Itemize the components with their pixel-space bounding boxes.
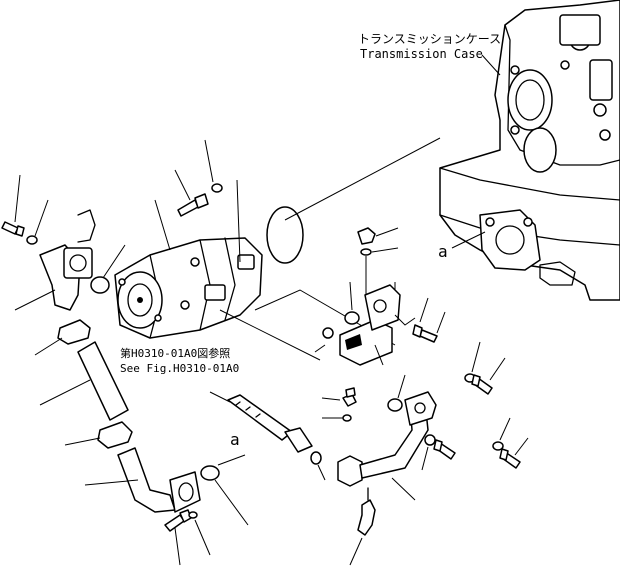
- pipe-o-ring-upper: [387, 398, 403, 412]
- valve-o-ring-upper-leader: [349, 281, 353, 311]
- valve-connector-line: [394, 314, 416, 326]
- transmission-case-label-jp: トランスミッションケース: [358, 32, 501, 46]
- tube-washer: [188, 511, 198, 519]
- suction-elbow: [39, 209, 96, 311]
- valve-o-ring-upper: [344, 311, 360, 325]
- plug: [342, 387, 357, 407]
- pump-mount-bolt: [174, 169, 209, 217]
- delivery-pipe-leader: [391, 477, 416, 501]
- suction-tube: [117, 447, 201, 513]
- ref-a-lower: a: [230, 430, 240, 449]
- pump-mount-washer: [211, 183, 223, 193]
- pipe-washer-leader: [499, 417, 511, 441]
- guide-line-pump-lower: [219, 309, 321, 361]
- transmission-case-leader: [481, 54, 501, 76]
- pipe-bolt-right-leader: [514, 437, 529, 456]
- hose-clamp-upper: [57, 319, 91, 345]
- elbow-bolt-leader: [14, 174, 21, 223]
- plug-washer: [342, 414, 352, 422]
- top-washer: [360, 248, 372, 256]
- guide-line-oring: [284, 137, 441, 221]
- washer-leader: [204, 139, 214, 183]
- pipe-o-ring-lower: [310, 451, 322, 465]
- clamp-upper-leader: [34, 337, 63, 356]
- hose-leader: [39, 379, 91, 406]
- pipe-washer: [492, 441, 504, 451]
- pipe-bolt: [433, 439, 456, 460]
- top-washer-leader: [371, 247, 399, 253]
- gasket-leader: [236, 179, 241, 263]
- large-o-ring: [266, 206, 304, 264]
- tube-washer-leader: [194, 519, 211, 556]
- elbow-bolt: [1, 221, 25, 237]
- suction-hose: [77, 341, 129, 421]
- valve-bolt: [412, 324, 438, 343]
- tube-leader: [84, 479, 139, 486]
- ref-a-lower-arrow: [217, 454, 246, 466]
- elbow-washer: [26, 235, 38, 245]
- fitting-bolt-leader: [489, 357, 506, 381]
- o-ring-lower-leader: [214, 479, 249, 526]
- plug-leader: [321, 397, 341, 401]
- drive-shaft: [209, 391, 313, 453]
- small-o-ring-leader: [102, 244, 126, 279]
- see-fig-label-en: See Fig.H0310-01A0: [120, 362, 239, 375]
- see-fig-label-jp: 第H0310-01A0図参照: [120, 346, 230, 360]
- valve-bolt-leader-2: [436, 311, 446, 334]
- pipe-bolt-right: [499, 448, 521, 469]
- pump-leader: [154, 199, 171, 251]
- fitting-washer-leader: [471, 341, 481, 373]
- valve-block-leader: [374, 344, 384, 366]
- elbow-fitting: [357, 487, 376, 536]
- valve-o-ring-small: [322, 327, 334, 339]
- small-o-ring-lower: [200, 465, 220, 481]
- pipe-o-ring-lower-leader: [317, 464, 326, 481]
- transmission-case-label-en: Transmission Case: [360, 47, 483, 61]
- elbow-leader: [14, 289, 56, 311]
- transmission-case: [439, 0, 620, 301]
- tube-bolt: [164, 509, 192, 532]
- top-nut-leader: [375, 227, 399, 237]
- tube-bolt-leader: [174, 527, 181, 566]
- top-nut: [357, 227, 376, 245]
- ref-a-upper: a: [438, 242, 448, 261]
- small-o-ring-left: [90, 276, 110, 294]
- pipe-flange-o-ring-leader: [421, 446, 429, 471]
- clamp-lower-leader: [64, 437, 101, 446]
- elbow-fitting-leader: [349, 537, 363, 566]
- valve-bolt-leader: [419, 297, 429, 323]
- valve-o-ring-small-leader: [314, 344, 326, 353]
- fitting-bolt: [471, 374, 493, 395]
- ref-a-upper-arrow: [451, 231, 486, 249]
- hose-clamp-lower: [97, 421, 133, 449]
- delivery-pipe: [337, 391, 437, 487]
- pipe-flange-o-ring: [424, 434, 436, 446]
- elbow-washer-leader: [34, 199, 49, 237]
- pipe-o-ring-upper-leader: [397, 374, 406, 399]
- valve-block: [339, 284, 401, 366]
